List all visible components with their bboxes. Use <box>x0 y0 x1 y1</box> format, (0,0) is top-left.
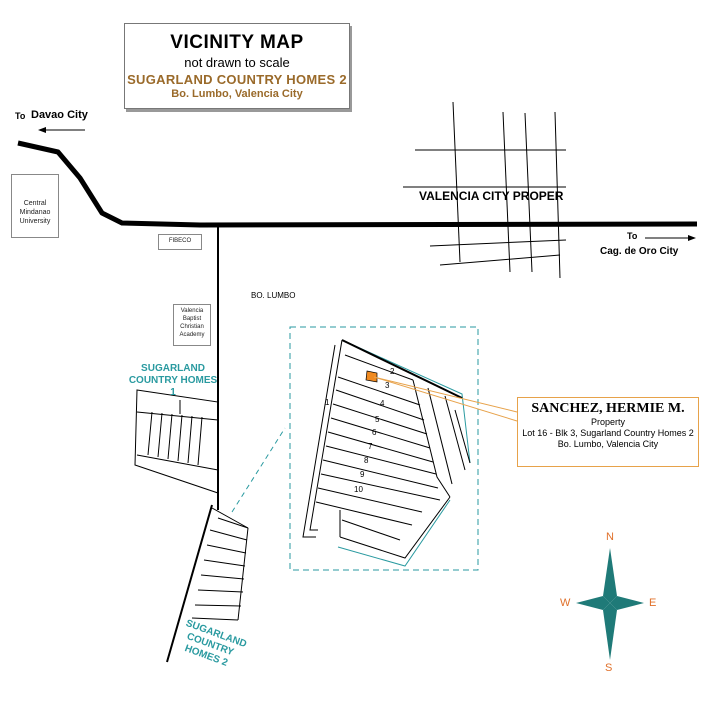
compass-e: E <box>649 597 657 609</box>
arrow-davao-head <box>38 127 46 133</box>
lot-number: 10 <box>354 485 363 494</box>
sch1-label: SUGARLAND COUNTRY HOMES 1 <box>128 363 218 398</box>
to-davao-prefix: To <box>15 111 26 121</box>
cmu-label: Central Mindanao University <box>19 200 51 225</box>
sch2-block-small <box>191 507 249 621</box>
map-title: VICINITY MAP <box>170 32 304 53</box>
lot-number: 7 <box>368 442 373 451</box>
to-cdo-prefix: To <box>627 231 638 241</box>
lot-number: 2 <box>390 367 395 376</box>
owner-role: Property <box>590 417 625 427</box>
project-name: SUGARLAND COUNTRY HOMES 2 <box>127 72 347 87</box>
property-leader-1 <box>373 376 518 422</box>
compass-rose <box>576 548 644 660</box>
title-box: VICINITY MAP not drawn to scale SUGARLAN… <box>124 23 350 109</box>
owner-callout: SANCHEZ, HERMIE M. Property Lot 16 - Blk… <box>517 397 699 467</box>
owner-address: Bo. Lumbo, Valencia City <box>557 439 659 449</box>
arrow-cdo-head <box>688 235 696 241</box>
lot-number: 5 <box>375 415 380 424</box>
fibeco-label: FIBECO <box>168 238 192 244</box>
fibeco-box: FIBECO <box>158 234 202 250</box>
valencia-grid <box>403 101 567 279</box>
lot-number: 4 <box>380 399 385 408</box>
project-location: Bo. Lumbo, Valencia City <box>171 88 303 100</box>
compass-s: S <box>605 662 613 674</box>
lot-number: 6 <box>372 428 377 437</box>
owner-name: SANCHEZ, HERMIE M. <box>531 401 685 416</box>
map-subtitle: not drawn to scale <box>184 55 290 70</box>
to-cdo-label: Cag. de Oro City <box>600 246 679 257</box>
lumbo-road-south <box>166 504 213 663</box>
compass-n: N <box>606 531 614 543</box>
lot-number: 3 <box>385 381 390 390</box>
valencia-proper-label: VALENCIA CITY PROPER <box>419 189 564 203</box>
inset-frame <box>289 326 479 571</box>
lot-number: 8 <box>364 456 369 465</box>
vbca-box: Valencia Baptist Christian Academy <box>173 304 211 346</box>
owner-lot: Lot 16 - Blk 3, Sugarland Country Homes … <box>522 428 694 438</box>
lot-number: 9 <box>360 470 365 479</box>
sch1-subdivision <box>134 389 219 494</box>
compass-w: W <box>560 597 571 609</box>
sch2-detail-plan <box>302 339 471 567</box>
bo-lumbo-label: BO. LUMBO <box>251 291 296 300</box>
to-davao-label: Davao City <box>31 109 88 121</box>
lot-number: 1 <box>325 398 330 407</box>
property-leader-2 <box>373 376 518 413</box>
inset-leader <box>231 427 286 513</box>
property-lot <box>365 370 378 383</box>
vbca-label: Valencia Baptist Christian Academy <box>179 308 205 338</box>
cmu-box: Central Mindanao University <box>11 174 59 238</box>
main-highway <box>17 140 698 228</box>
